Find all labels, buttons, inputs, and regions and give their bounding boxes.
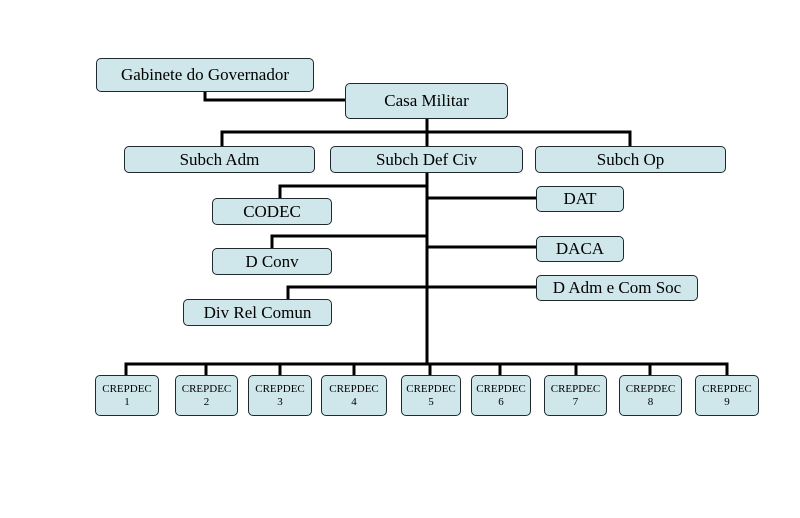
crepdec-label: CREPDEC (102, 382, 152, 395)
crepdec-number: 6 (498, 395, 504, 408)
node-crepdec-1: CREPDEC 1 (95, 375, 159, 416)
node-crepdec-3: CREPDEC 3 (248, 375, 312, 416)
node-gabinete-do-governador: Gabinete do Governador (96, 58, 314, 92)
crepdec-number: 7 (572, 395, 579, 408)
crepdec-number: 5 (428, 395, 434, 408)
node-crepdec-6: CREPDEC 6 (471, 375, 531, 416)
crepdec-label: CREPDEC (255, 382, 305, 395)
node-codec: CODEC (212, 198, 332, 225)
crepdec-label: CREPDEC (702, 382, 752, 395)
crepdec-label: CREPDEC (550, 382, 601, 395)
node-crepdec-7: CREPDEC 7 (544, 375, 607, 416)
node-crepdec-9: CREPDEC 9 (695, 375, 759, 416)
node-subch-op: Subch Op (535, 146, 726, 173)
crepdec-number: 4 (351, 395, 357, 408)
node-subch-adm: Subch Adm (124, 146, 315, 173)
crepdec-number: 1 (124, 395, 130, 408)
node-daca: DACA (536, 236, 624, 262)
crepdec-number: 2 (203, 395, 210, 408)
crepdec-label: CREPDEC (476, 382, 526, 395)
node-dat: DAT (536, 186, 624, 212)
node-crepdec-2: CREPDEC 2 (175, 375, 238, 416)
crepdec-label: CREPDEC (406, 382, 456, 395)
crepdec-number: 3 (277, 395, 283, 408)
crepdec-number: 9 (724, 395, 730, 408)
node-crepdec-4: CREPDEC 4 (321, 375, 387, 416)
node-div-rel-comun: Div Rel Comun (183, 299, 332, 326)
crepdec-label: CREPDEC (329, 382, 379, 395)
node-crepdec-5: CREPDEC 5 (401, 375, 461, 416)
node-casa-militar: Casa Militar (345, 83, 508, 119)
node-crepdec-8: CREPDEC 8 (619, 375, 682, 416)
node-d-conv: D Conv (212, 248, 332, 275)
node-d-adm-e-com-soc: D Adm e Com Soc (536, 275, 698, 301)
crepdec-number: 8 (647, 395, 654, 408)
crepdec-label: CREPDEC (625, 382, 676, 395)
crepdec-label: CREPDEC (181, 382, 232, 395)
node-subch-def-civ: Subch Def Civ (330, 146, 523, 173)
